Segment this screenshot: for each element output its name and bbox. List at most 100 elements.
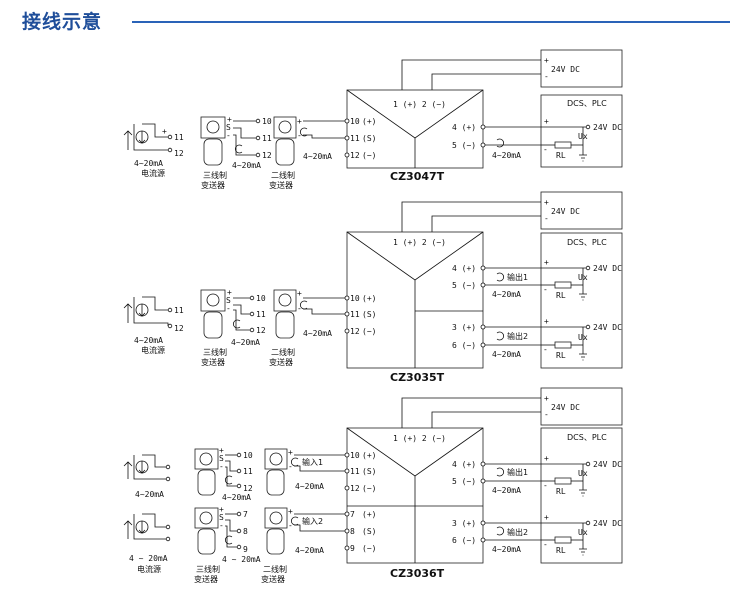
header: 接线示意 [0, 0, 750, 40]
terminal-label: 10 [256, 294, 266, 303]
terminal [249, 311, 255, 317]
transmitter-label: 变送器 [201, 357, 225, 367]
terminal [480, 282, 486, 288]
resistor-icon [554, 536, 572, 544]
terminal-label: 8 [350, 527, 355, 536]
terminal-label: 3 (+) [452, 519, 476, 528]
terminal [344, 135, 350, 141]
transmitter-body-icon [275, 138, 295, 166]
source-wire [142, 123, 168, 138]
power-wire-plus [401, 59, 541, 90]
current-source-label: 电流源 [137, 564, 161, 574]
terminal [236, 528, 242, 534]
terminal [344, 452, 350, 458]
terminal [344, 118, 350, 124]
rl-label: RL [556, 291, 566, 300]
current-source-arrow [138, 131, 146, 144]
terminal [236, 452, 242, 458]
loop-arrow-icon [496, 138, 505, 148]
transmitter-gauge-icon [269, 452, 283, 466]
transmitter-label: 变送器 [201, 180, 225, 190]
plus-sign: + [297, 117, 302, 126]
power-wire-minus [431, 411, 541, 428]
terminal-label: (S) [362, 134, 376, 143]
terminal [255, 152, 261, 158]
terminal-label: (+) [362, 117, 376, 126]
plus-sign: + [288, 507, 293, 516]
terminal [585, 124, 591, 130]
diagram-cz3036t: 24V DC + - 1 (+) 2 (−) CZ3036T 10 (+) 11… [123, 387, 623, 584]
transmitter-wire [303, 134, 345, 139]
output-1-label: 输出1 [507, 272, 528, 282]
transmitter-gauge-icon [278, 120, 292, 134]
minus-sign: - [226, 131, 231, 140]
ux-label: Ux [578, 469, 588, 478]
rl-label: RL [556, 546, 566, 555]
terminal-label: 10 [350, 294, 360, 303]
plc-box [540, 427, 623, 564]
transmitter-body-icon [275, 311, 295, 339]
diagram-cz3035t: 24V DC + - 1 (+) 2 (−) CZ3035T 10 (+) 11… [123, 191, 623, 384]
plus-sign: + [544, 454, 549, 463]
minus-sign: - [288, 462, 293, 471]
s-label: S [226, 296, 231, 305]
range-label: 4~20mA [492, 290, 521, 299]
terminal-label: (+) [362, 294, 376, 303]
terminal [344, 328, 350, 334]
range-label: 4~20mA [295, 482, 324, 491]
resistor-icon [554, 477, 572, 485]
terminal [249, 295, 255, 301]
terminal-label: (+) [362, 451, 376, 460]
s-label: S [226, 123, 231, 132]
transmitter-body-icon [197, 469, 216, 496]
transmitter-head-icon [200, 289, 226, 312]
range-label: 4~20mA [231, 338, 260, 347]
terminal-label: 4 (+) [452, 264, 476, 273]
power-supply-label: 24V DC [551, 65, 580, 74]
terminal [249, 327, 255, 333]
terminal [236, 483, 242, 489]
terminal [344, 545, 350, 551]
output-1-label: 输出1 [507, 467, 528, 477]
plus-sign: + [544, 513, 549, 522]
terminal [165, 536, 171, 542]
terminal [480, 265, 486, 271]
range-label: 4~20mA [135, 490, 164, 499]
minus-sign: - [297, 131, 302, 140]
model-label: CZ3036T [390, 567, 445, 580]
terminal-label: 10 [262, 117, 272, 126]
s-label: S [219, 454, 224, 463]
terminal [344, 152, 350, 158]
ground-icon [579, 154, 587, 162]
range-label: 4~20mA [492, 350, 521, 359]
minus-sign: - [543, 285, 548, 294]
loop-arrow-icon [224, 475, 233, 485]
terminal [585, 520, 591, 526]
terminal [585, 265, 591, 271]
terminal [480, 461, 486, 467]
loop-arrow-icon [232, 319, 241, 329]
terminal [480, 537, 486, 543]
ux-label: Ux [578, 528, 588, 537]
loop-arrow-icon [299, 127, 308, 137]
transmitter-wire [233, 127, 256, 139]
transmitter-wire [225, 460, 237, 472]
terminal [255, 118, 261, 124]
two-wire-label: 二线制 [271, 170, 295, 180]
minus-sign: - [226, 304, 231, 313]
terminal [480, 124, 486, 130]
source-wire [142, 454, 166, 468]
minus-sign: - [288, 521, 293, 530]
plus-sign: + [544, 117, 549, 126]
terminal-label: 8 [243, 527, 248, 536]
terminal-label: 5 (−) [452, 141, 476, 150]
terminal-label: (−) [362, 151, 376, 160]
s-label: S [219, 513, 224, 522]
terminal-label: (−) [362, 327, 376, 336]
current-source-arrow [138, 521, 146, 534]
supply-voltage: 24V DC [593, 460, 622, 469]
two-wire-label: 二线制 [263, 564, 287, 574]
loop-arrow-icon [496, 272, 505, 282]
power-wire-plus [401, 397, 541, 428]
supply-voltage: 24V DC [593, 123, 622, 132]
